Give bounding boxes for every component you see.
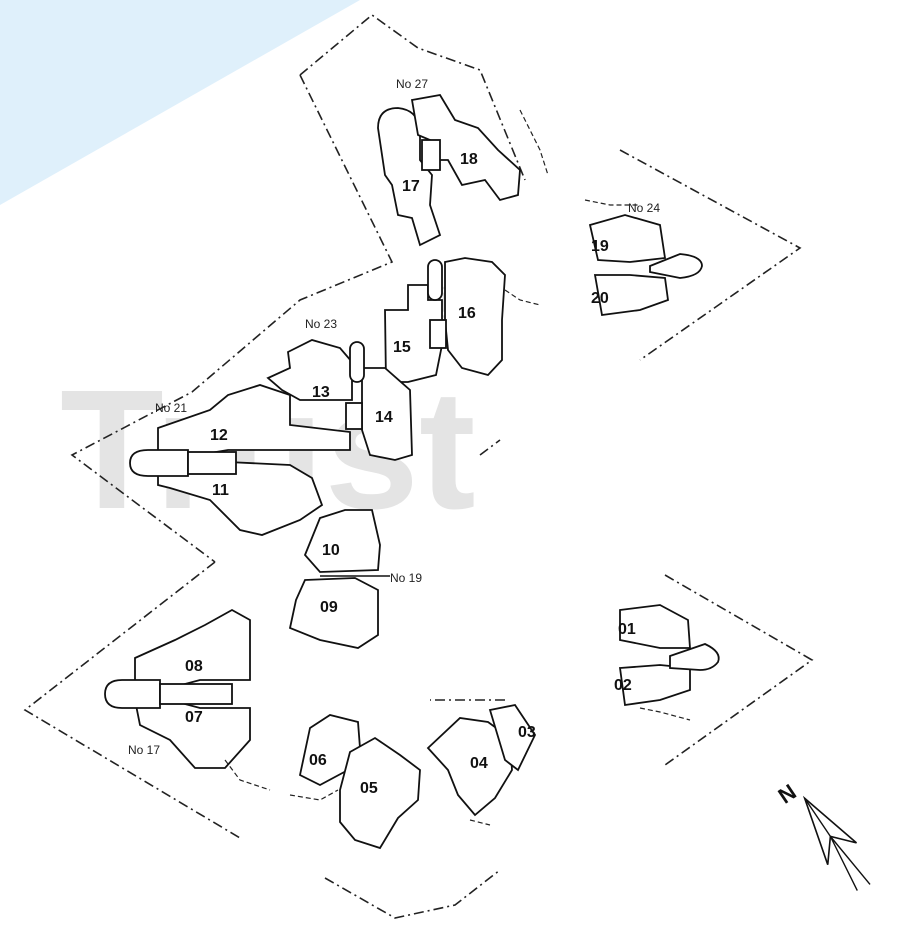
building-17-core [421, 139, 441, 171]
building-19-20-cap [649, 253, 703, 279]
building-11-12-cap [129, 449, 189, 477]
unit-label-17: 17 [402, 178, 420, 195]
north-label: N [774, 779, 801, 809]
building-15-16-core [429, 319, 447, 349]
unit-label-02: 02 [614, 677, 632, 694]
building-05 [339, 736, 421, 850]
unit-label-15: 15 [393, 339, 411, 356]
unit-label-06: 06 [309, 752, 327, 769]
unit-label-18: 18 [460, 151, 478, 168]
building-01-02-cap [669, 643, 720, 671]
street-number-21: No 21 [155, 401, 187, 415]
north-arrow-icon: N [774, 779, 871, 891]
street-number-27: No 27 [396, 77, 428, 91]
street-number-labels: No 27 No 24 No 23 No 21 No 19 No 17 [128, 77, 660, 757]
unit-label-10: 10 [322, 542, 340, 559]
unit-labels: 01 02 03 04 05 06 07 08 09 10 11 12 13 1… [185, 151, 636, 797]
building-20 [593, 274, 669, 317]
building-11-12-core [187, 451, 237, 475]
corner-band [0, 0, 360, 205]
street-number-23: No 23 [305, 317, 337, 331]
building-03 [488, 703, 537, 772]
street-number-17: No 17 [128, 743, 160, 757]
unit-label-19: 19 [591, 238, 609, 255]
site-boundary [23, 13, 814, 919]
building-17 [377, 107, 442, 247]
unit-label-09: 09 [320, 599, 338, 616]
building-16 [444, 257, 506, 377]
unit-label-08: 08 [185, 658, 203, 675]
building-04 [426, 717, 513, 817]
unit-label-14: 14 [375, 409, 393, 426]
building-15-16-cap [427, 259, 443, 301]
unit-label-16: 16 [458, 305, 476, 322]
unit-label-01: 01 [618, 621, 636, 638]
building-19 [588, 214, 667, 263]
unit-label-13: 13 [312, 384, 330, 401]
street-number-19: No 19 [390, 571, 422, 585]
building-07-08-core [159, 683, 233, 705]
street-number-24: No 24 [628, 201, 660, 215]
building-13-14-core [345, 402, 363, 430]
building-13 [266, 339, 353, 401]
unit-label-20: 20 [591, 290, 609, 307]
unit-label-03: 03 [518, 724, 536, 741]
building-14 [361, 367, 413, 461]
site-details [224, 109, 691, 826]
unit-label-04: 04 [470, 755, 488, 772]
building-10 [303, 509, 381, 573]
unit-label-12: 12 [210, 427, 228, 444]
building-08 [134, 608, 251, 689]
building-01 [619, 604, 691, 649]
building-footprints [104, 94, 720, 850]
unit-label-07: 07 [185, 709, 203, 726]
unit-label-11: 11 [212, 482, 229, 499]
building-07-08-cap [104, 679, 161, 709]
unit-label-05: 05 [360, 780, 378, 797]
building-13-14-cap [349, 341, 365, 383]
building-02 [618, 664, 691, 707]
building-09 [288, 577, 379, 649]
